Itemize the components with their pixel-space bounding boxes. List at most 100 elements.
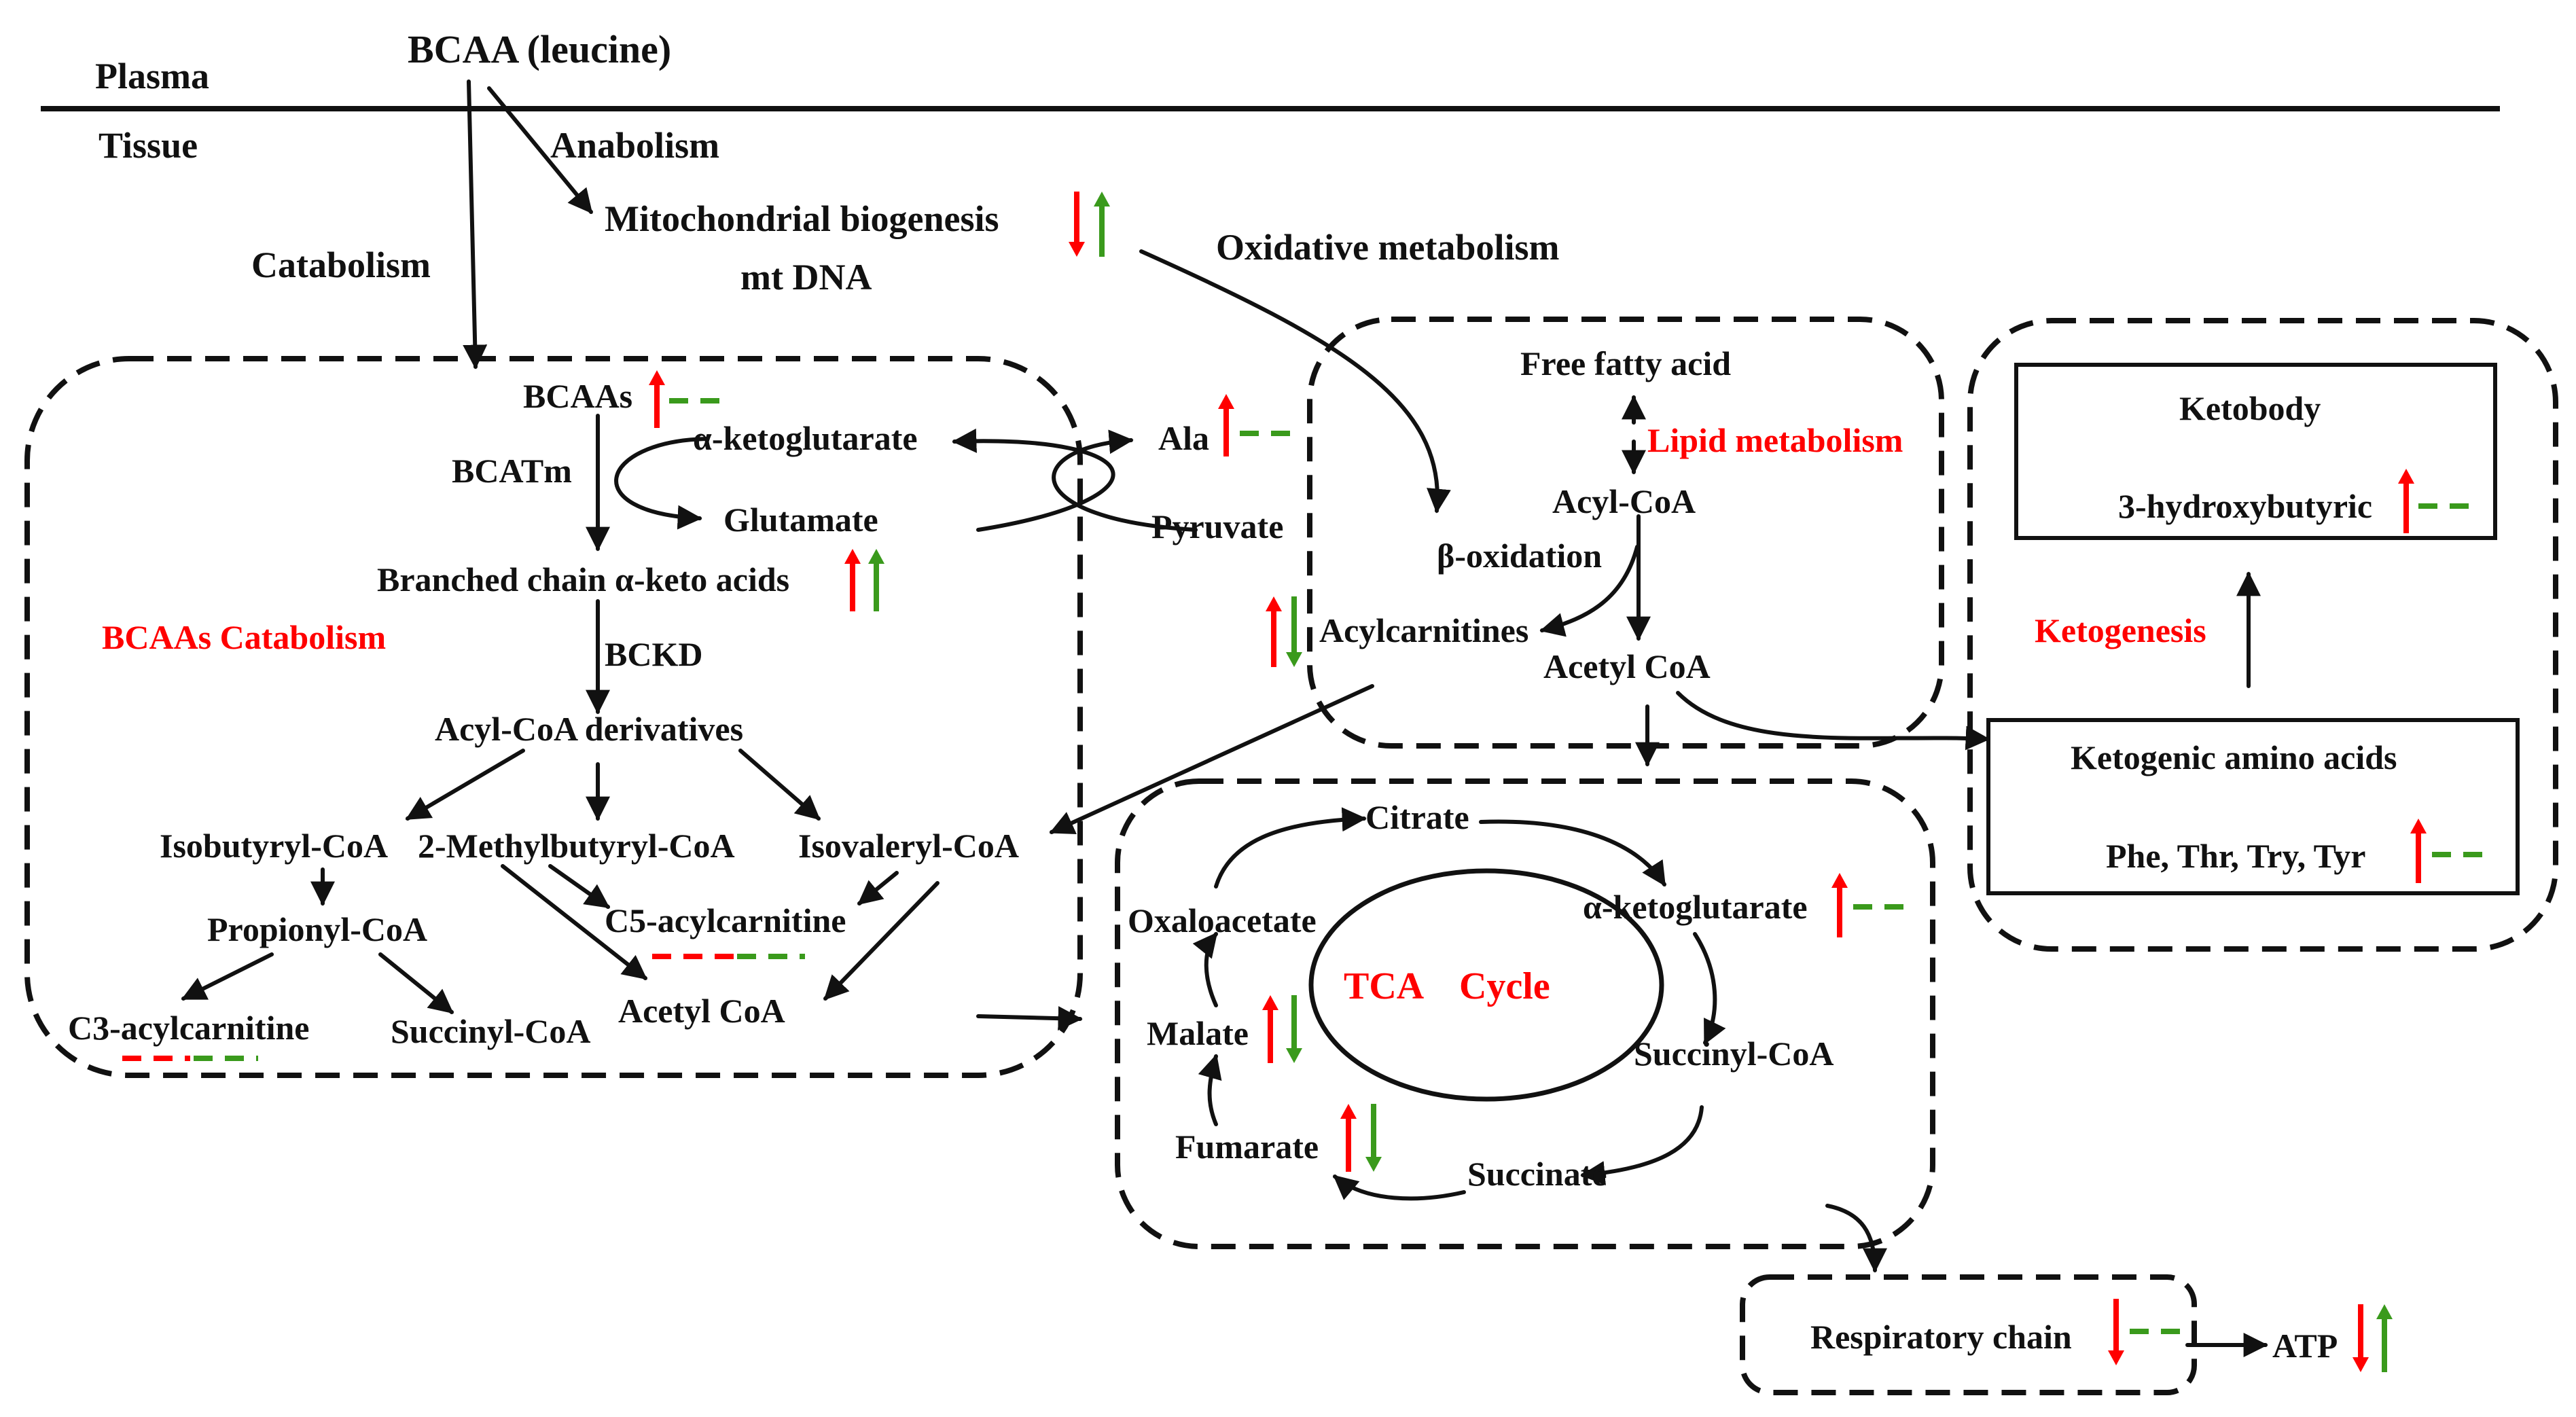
respiratory-chain-box [1740,1274,2197,1395]
acylcarnitines-to-isovaleryl-arrow [1049,684,1374,834]
fumarate-to-malate-arrow [1198,1054,1222,1126]
mito-up-green-arrow-head [1094,192,1110,207]
mito-to-beta-oxidation-arrow [1139,249,1451,514]
ketogenesis-title: Ketogenesis [2035,611,2206,649]
bcka-up-green-arrow-head [868,549,884,564]
fumarate-up-red-arrow-head [1340,1104,1357,1119]
bckd-label: BCKD [605,635,702,673]
tca-to-respiratory-arrow [1825,1204,1887,1273]
succinate-to-fumarate-arrow [1333,1174,1466,1201]
ala-up-red-arrow-head [1218,394,1234,409]
plasma-label: Plasma [95,56,209,96]
c5-acylcarnitine-label: C5-acylcarnitine [605,901,846,939]
ketobody-box [2014,363,2497,540]
oxaloacetate-to-citrate-arrow [1214,807,1367,889]
acyl-coa-derivatives-label: Acyl-CoA derivatives [435,710,743,748]
tca-succinyl-coa-label: Succinyl-CoA [1634,1035,1833,1073]
ketogenic-aa-list-label: Phe, Thr, Try, Tyr [2106,837,2366,875]
malate-label: Malate [1147,1014,1249,1052]
change-indicators [122,192,2490,1372]
methylbutyryl-to-acetyl-arrow [501,864,647,980]
free-fatty-acid-label: Free fatty acid [1520,344,1731,382]
respiratory-down-red-arrow-head [2108,1350,2124,1365]
atp-down-red-arrow-head [2353,1357,2369,1372]
succinyl-to-succinate-arrow [1580,1105,1704,1185]
malate-to-oxaloacetate-arrow [1192,932,1218,1007]
citrate-label: Citrate [1365,798,1469,836]
bcatm-transamination-arrow [614,437,709,530]
methylbutyryl-to-c5-arrow [548,864,610,909]
bcaas-catabolism-title: BCAAs Catabolism [102,618,386,656]
fumarate-label: Fumarate [1175,1128,1319,1166]
fumarate-down-green-arrow-head [1365,1157,1382,1172]
malate-up-red-arrow-head [1262,995,1278,1010]
propionyl-to-succinyl-arrow [378,952,454,1014]
catabolism-arrow [463,79,488,370]
lipid-metabolism-title: Lipid metabolism [1647,421,1903,459]
acylcoa-to-acylcarnitines-arrow [1539,545,1639,637]
glutamate-akg-exchange-arrow [952,428,1115,532]
branched-chain-keto-acids-label: Branched chain α-keto acids [377,560,789,598]
bcatm-label: BCATm [452,452,572,490]
acylcarnitines-down-green-arrow-head [1286,652,1302,667]
isobutyryl-coa-label: Isobutyryl-CoA [160,827,388,865]
isovaleryl-to-c5-arrow [857,871,899,905]
tca-akg-label: α-ketoglutarate [1583,888,1808,926]
atp-up-green-arrow-head [2376,1304,2393,1319]
acetyl-coa-label: Acetyl CoA [618,992,785,1030]
glutamate-label: Glutamate [723,501,878,539]
anabolism-label: Anabolism [550,125,719,166]
alanine-pyruvate-exchange-arrow [1052,429,1198,532]
c3-acylcarnitine-label: C3-acylcarnitine [68,1009,309,1047]
hydroxybutyric-up-red-arrow-head [2398,469,2414,484]
ketogenic-amino-acids-box [1986,718,2520,895]
ketogenesis-box [1967,318,2558,952]
respiratory-chain-label: Respiratory chain [1810,1318,2072,1356]
akg-to-succinyl-arrow [1693,932,1726,1045]
lipid-metabolism-box [1307,317,1944,749]
ketogenic-amino-acids-label: Ketogenic amino acids [2071,738,2397,776]
anabolism-arrow [487,86,593,214]
mt-dna-label: mt DNA [740,257,872,298]
acylcarnitines-up-red-arrow-head [1266,596,1282,611]
acyl-coa-label: Acyl-CoA [1552,482,1696,520]
bcaa-acetyl-to-tca-arrow [976,1006,1083,1031]
tissue-label: Tissue [99,125,198,166]
cycle-title: Cycle [1459,965,1550,1007]
citrate-to-akg-arrow [1479,819,1666,887]
bcaas-label: BCAAs [523,377,632,415]
tca-title: TCA [1344,965,1425,1007]
alpha-ketoglutarate-label: α-ketoglutarate [693,419,918,457]
ketobody-label: Ketobody [2179,389,2321,427]
to-isobutyryl-arrow [405,749,525,821]
bcaas-up-red-arrow-head [649,370,665,385]
tca-cycle-box [1115,778,1935,1249]
pyruvate-label: Pyruvate [1151,507,1283,545]
isovaleryl-coa-label: Isovaleryl-CoA [798,827,1019,865]
acylcarnitines-label: Acylcarnitines [1319,611,1528,649]
propionyl-to-c3-arrow [181,952,274,1001]
oxidative-metabolism-label: Oxidative metabolism [1216,227,1559,268]
ketogenic-aa-up-red-arrow-head [2410,819,2427,833]
hydroxybutyric-label: 3-hydroxybutyric [2118,487,2372,525]
isovaleryl-to-acetyl-arrow [823,881,940,1001]
oxaloacetate-label: Oxaloacetate [1128,901,1317,939]
methylbutyryl-coa-label: 2-Methylbutyryl-CoA [418,827,735,865]
acetyl-to-ketogenic-arrow [1676,691,1990,751]
beta-oxidation-label: β-oxidation [1437,537,1602,575]
mitochondrial-biogenesis-label: Mitochondrial biogenesis [605,198,999,239]
succinyl-coa-label: Succinyl-CoA [391,1012,590,1050]
lipid-acetyl-coa-label: Acetyl CoA [1543,647,1711,685]
malate-down-green-arrow-head [1286,1048,1302,1063]
alanine-label: Ala [1158,419,1209,457]
bcaa-leucine-label: BCAA (leucine) [408,27,671,71]
mito-down-red-arrow-head [1069,242,1085,257]
tca-cycle-ellipse [1308,868,1664,1102]
succinate-label: Succinate [1467,1155,1607,1193]
bcaa-catabolism-box [24,356,1083,1078]
tca-akg-up-red-arrow-head [1831,873,1848,888]
to-isovaleryl-arrow [738,749,821,821]
catabolism-label: Catabolism [251,245,431,285]
